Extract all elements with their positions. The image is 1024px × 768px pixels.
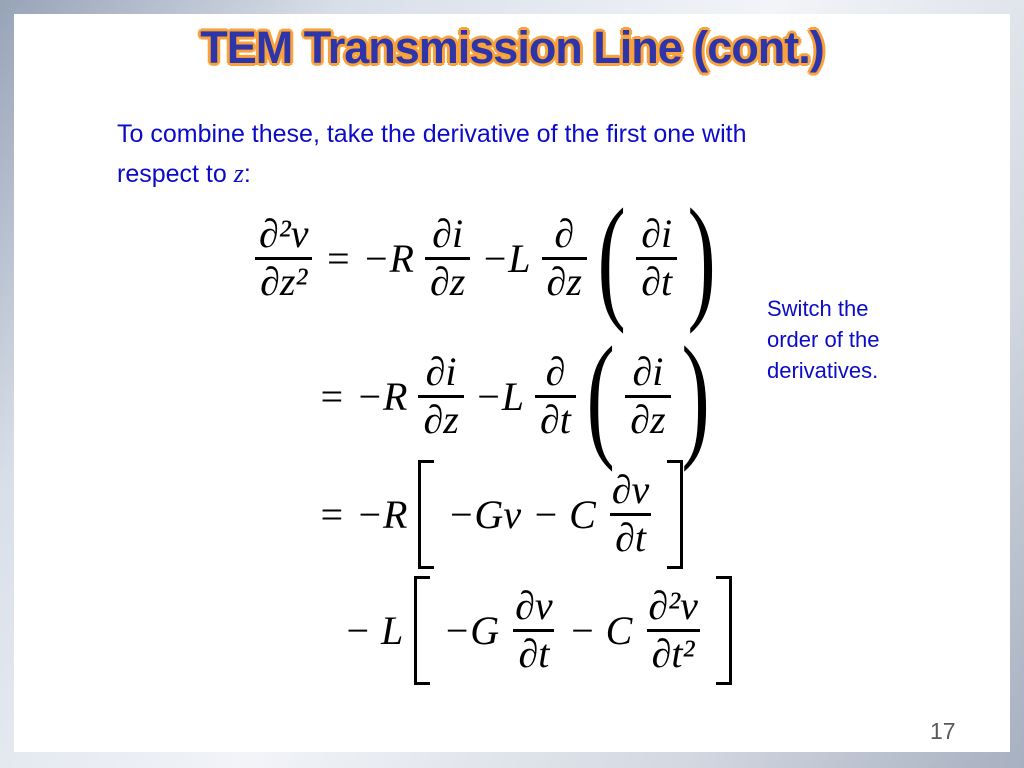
fraction-numerator: ∂ xyxy=(554,211,575,256)
term-minus-L: −L xyxy=(481,235,531,281)
fraction-denominator: ∂z² xyxy=(255,256,313,305)
term-minus-G: −G xyxy=(443,607,500,653)
fraction-lhs: ∂²v ∂z² xyxy=(254,211,314,305)
term-minus-C: − C xyxy=(532,491,596,537)
equation-line-4: − L −G ∂v ∂t − C ∂²v ∂t² xyxy=(344,576,732,685)
left-square-bracket xyxy=(418,460,435,569)
equals-sign: = xyxy=(318,373,345,419)
fraction-d-dt: ∂ ∂t xyxy=(535,349,576,443)
fraction-dv-dt: ∂v ∂t xyxy=(510,583,558,677)
slide-title: TEM Transmission Line (cont.) xyxy=(200,22,825,73)
fraction-numerator: ∂v xyxy=(515,583,553,628)
fraction-numerator: ∂i xyxy=(432,211,464,256)
slide-content-area xyxy=(14,14,1010,752)
equals-sign: = xyxy=(324,235,352,281)
fraction-di-dz: ∂i ∂z xyxy=(418,349,464,443)
fraction-denominator: ∂t² xyxy=(646,628,700,677)
fraction-denominator: ∂z xyxy=(418,394,464,443)
side-note-line-1: Switch the xyxy=(767,296,869,321)
fraction-numerator: ∂i xyxy=(632,349,664,394)
fraction-numerator: ∂ xyxy=(545,349,566,394)
side-note: Switch the order of the derivatives. xyxy=(767,293,880,386)
equals-sign: = xyxy=(318,491,345,537)
fraction-denominator: ∂t xyxy=(636,256,678,305)
term-minus-C: − C xyxy=(568,607,633,653)
equation-line-1: ∂²v ∂z² = −R ∂i ∂z −L ∂ ∂z ( ∂i ∂t ) xyxy=(254,188,716,327)
term-minus-R: −R xyxy=(362,235,414,281)
intro-text: To combine these, take the derivative of… xyxy=(117,114,747,194)
fraction-denominator: ∂t xyxy=(513,628,555,677)
fraction-numerator: ∂v xyxy=(611,467,650,512)
close-paren: ) xyxy=(687,180,716,335)
intro-line-2-text: respect to xyxy=(117,160,234,188)
right-square-bracket xyxy=(667,460,684,569)
close-paren: ) xyxy=(681,318,710,473)
fraction-d-dz: ∂ ∂z xyxy=(541,211,587,305)
intro-line-2: respect to z: xyxy=(117,154,747,194)
fraction-dv-dt: ∂v ∂t xyxy=(607,467,655,561)
side-note-line-2: order of the xyxy=(767,327,880,352)
open-paren: ( xyxy=(597,180,626,335)
term-minus-L: −L xyxy=(474,373,525,419)
term-minus-L: − L xyxy=(344,607,404,653)
intro-line-1: To combine these, take the derivative of… xyxy=(117,120,747,148)
fraction-di-dz: ∂i ∂z xyxy=(424,211,471,305)
fraction-numerator: ∂²v xyxy=(648,583,698,628)
right-square-bracket xyxy=(715,576,732,685)
fraction-numerator: ∂i xyxy=(641,211,673,256)
fraction-numerator: ∂²v xyxy=(259,211,309,256)
equation-line-3: = −R −Gv − C ∂v ∂t xyxy=(318,460,684,569)
open-paren: ( xyxy=(586,318,615,473)
fraction-di-dz-2: ∂i ∂z xyxy=(625,349,671,443)
page-number: 17 xyxy=(930,718,956,744)
fraction-di-dt: ∂i ∂t xyxy=(636,211,678,305)
left-square-bracket xyxy=(414,576,431,685)
term-minus-R: −R xyxy=(356,491,408,537)
fraction-denominator: ∂z xyxy=(424,256,471,305)
term-minus-Gv: −Gv xyxy=(447,491,522,537)
fraction-denominator: ∂z xyxy=(625,394,671,443)
fraction-denominator: ∂z xyxy=(541,256,587,305)
fraction-d2v-dt2: ∂²v ∂t² xyxy=(643,583,703,677)
intro-variable-z: z xyxy=(233,159,244,188)
term-minus-R: −R xyxy=(356,373,408,419)
equation-line-2: = −R ∂i ∂z −L ∂ ∂t ( ∂i ∂z ) xyxy=(318,326,709,465)
fraction-denominator: ∂t xyxy=(610,512,651,561)
fraction-denominator: ∂t xyxy=(535,394,576,443)
intro-colon: : xyxy=(243,160,251,188)
side-note-line-3: derivatives. xyxy=(767,358,879,383)
fraction-numerator: ∂i xyxy=(425,349,457,394)
